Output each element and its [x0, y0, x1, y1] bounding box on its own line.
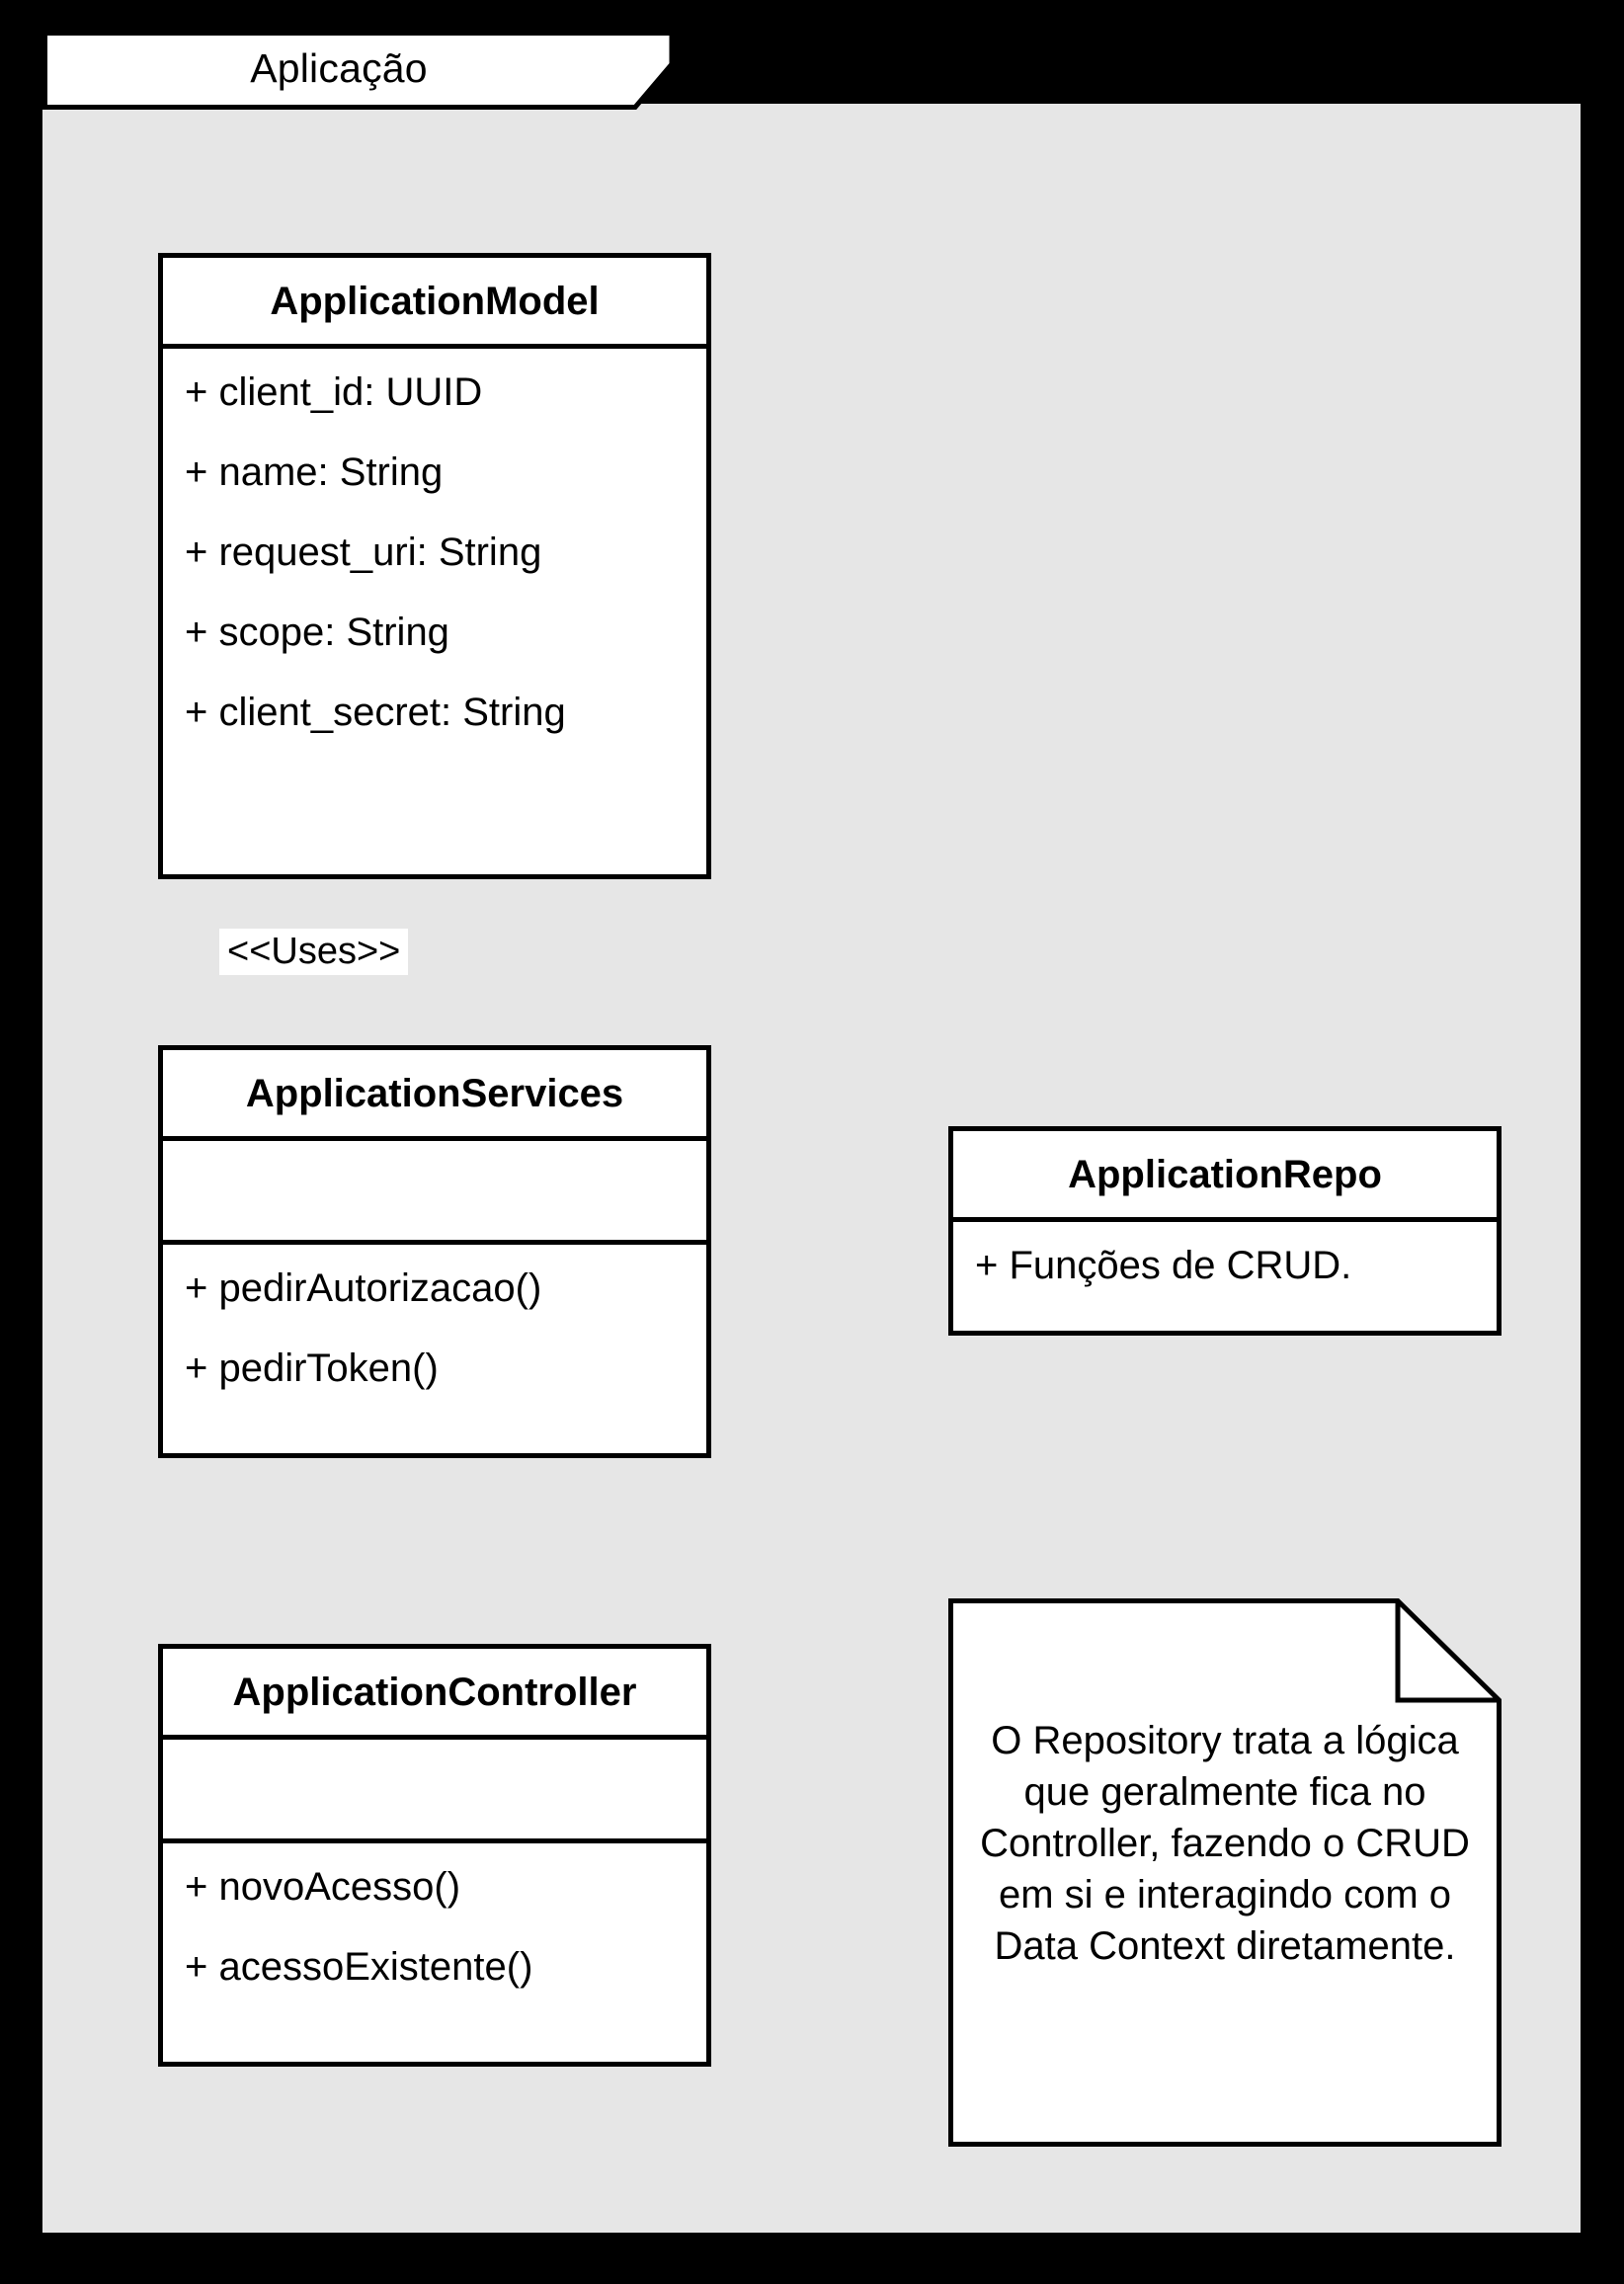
class-divider — [163, 1240, 706, 1245]
attribute-row: + client_id: UUID — [185, 370, 483, 414]
attribute-row: + request_uri: String — [185, 530, 542, 574]
stereotype-label-uses: <<Uses>> — [219, 929, 409, 975]
attribute-row: + Funções de CRUD. — [975, 1244, 1352, 1287]
package-title: Aplicação — [250, 44, 428, 91]
class-application-model[interactable]: ApplicationModel + client_id: UUID + nam… — [158, 253, 711, 879]
method-row: + pedirToken() — [185, 1346, 439, 1390]
note-box[interactable]: O Repository trata a lógica que geralmen… — [948, 1598, 1502, 2147]
class-name-application-services: ApplicationServices — [245, 1072, 624, 1115]
attributes-compartment: + Funções de CRUD. — [953, 1222, 1497, 1310]
methods-compartment: + pedirAutorizacao() + pedirToken() — [163, 1245, 706, 1413]
method-row: + acessoExistente() — [185, 1945, 533, 1989]
method-row: + novoAcesso() — [185, 1865, 461, 1909]
method-row: + pedirAutorizacao() — [185, 1266, 542, 1310]
class-application-repo[interactable]: ApplicationRepo + Funções de CRUD. — [948, 1126, 1502, 1336]
note-text: O Repository trata a lógica que geralmen… — [980, 1719, 1470, 1968]
attribute-row: + scope: String — [185, 611, 449, 654]
class-divider — [163, 1838, 706, 1843]
class-divider — [163, 1136, 706, 1141]
class-name-application-controller: ApplicationController — [232, 1671, 637, 1714]
class-divider — [163, 344, 706, 349]
attributes-compartment: + client_id: UUID + name: String + reque… — [163, 349, 706, 757]
class-name-application-model: ApplicationModel — [270, 280, 600, 323]
attributes-compartment — [163, 1740, 706, 1838]
class-application-controller[interactable]: ApplicationController + novoAcesso() + a… — [158, 1644, 711, 2067]
class-divider — [163, 1735, 706, 1740]
attribute-row: + client_secret: String — [185, 691, 566, 734]
methods-compartment: + novoAcesso() + acessoExistente() — [163, 1843, 706, 2011]
class-divider — [953, 1217, 1497, 1222]
class-application-services[interactable]: ApplicationServices + pedirAutorizacao()… — [158, 1045, 711, 1458]
package-tab — [42, 31, 675, 110]
attributes-compartment — [163, 1141, 706, 1240]
class-name-application-repo: ApplicationRepo — [1068, 1153, 1382, 1196]
attribute-row: + name: String — [185, 450, 444, 494]
